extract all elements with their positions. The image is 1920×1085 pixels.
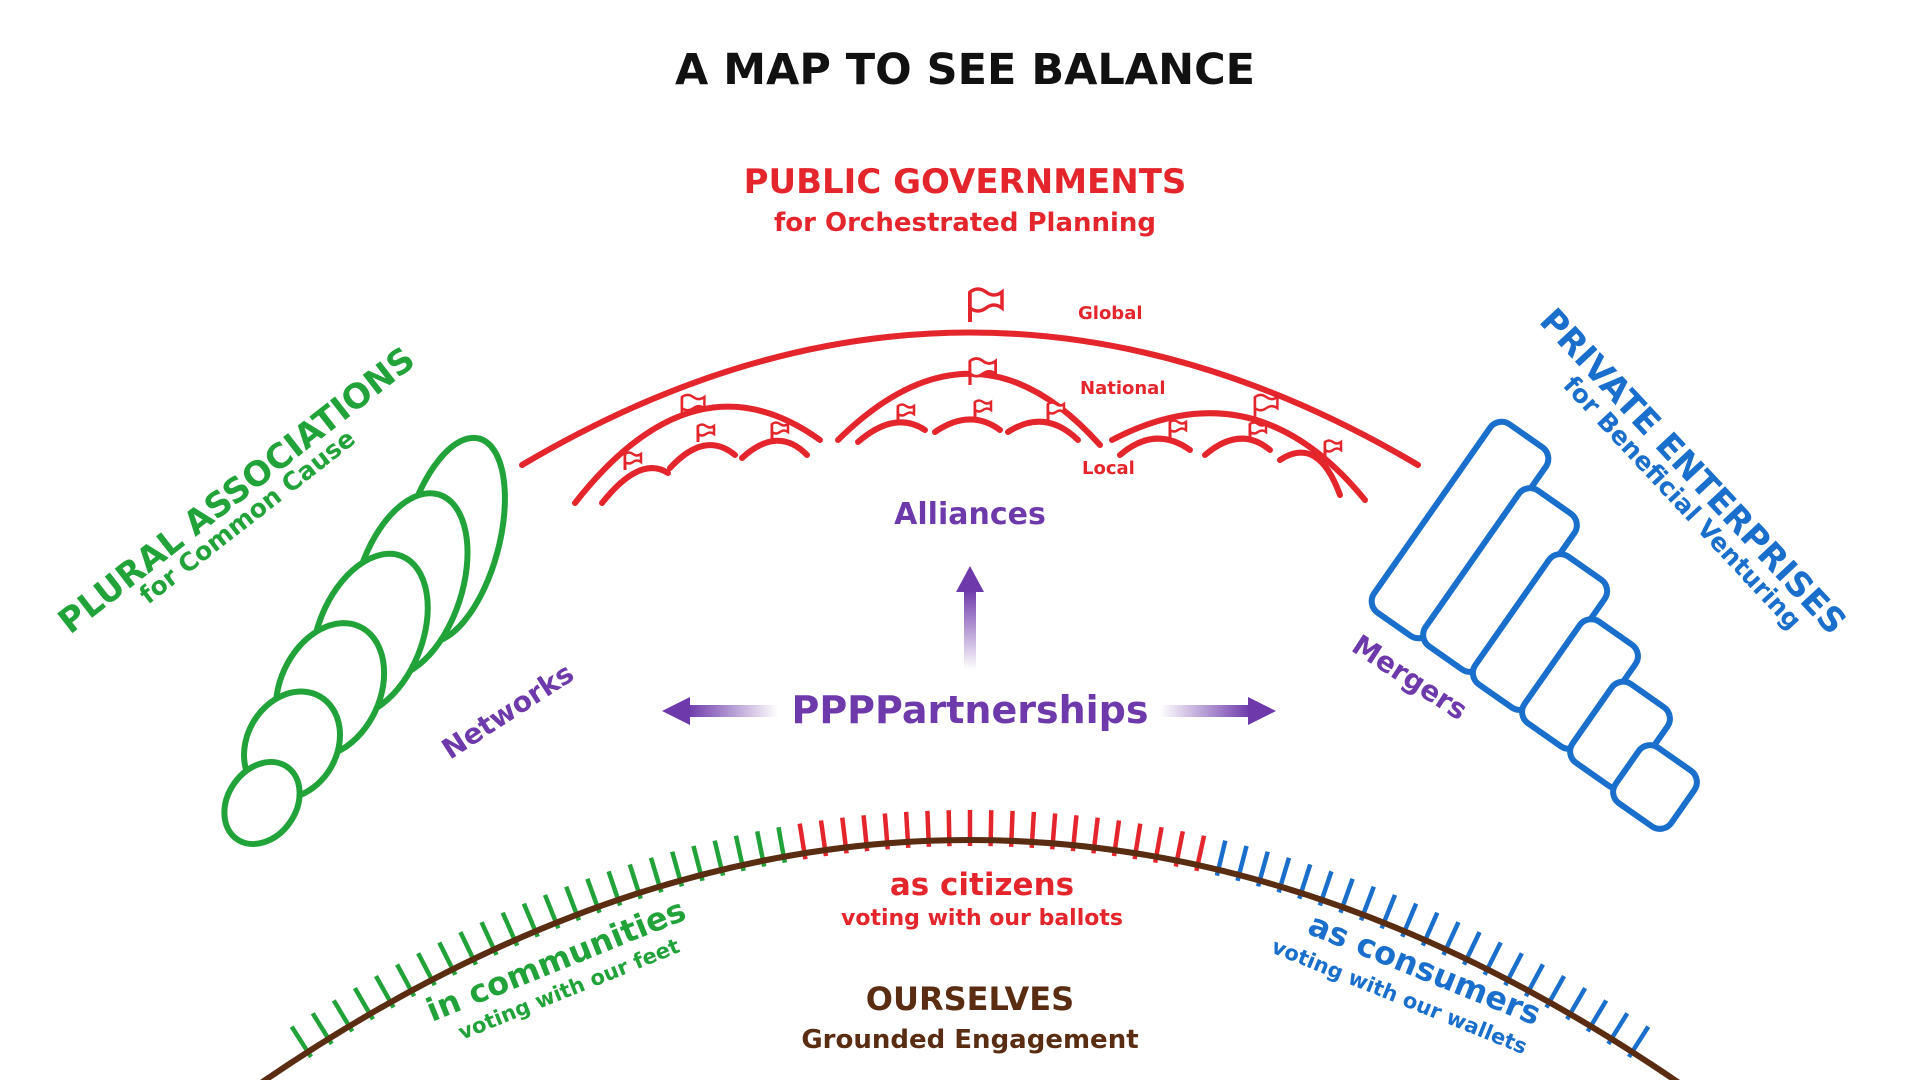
national-arc-right	[1109, 410, 1368, 503]
local-arc-1	[599, 465, 671, 506]
citizens-sublabel: voting with our ballots	[841, 906, 1123, 931]
arrow-up	[956, 566, 984, 670]
level-label-national: National	[1080, 378, 1165, 399]
citizens-label: as citizens	[890, 867, 1074, 903]
networks-label: Networks	[436, 656, 580, 765]
local-arc-3	[739, 437, 810, 461]
level-label-global: Global	[1078, 303, 1143, 324]
enterprise-boxes	[1368, 418, 1700, 832]
local-flag-icon	[1168, 419, 1188, 440]
local-arc-5	[932, 416, 1003, 435]
government-arcs	[519, 329, 1421, 506]
partnerships-label: PPPPartnerships	[791, 688, 1148, 732]
local-arc-6	[1005, 418, 1081, 443]
level-label-local: Local	[1082, 458, 1135, 479]
national-flag-icon-center	[968, 357, 998, 387]
government-heading: PUBLIC GOVERNMENTS	[744, 162, 1187, 202]
local-flag-icon	[1323, 439, 1343, 460]
association-ellipses	[221, 434, 508, 847]
local-arc-2	[667, 442, 738, 471]
local-arc-4	[855, 419, 928, 445]
ground-arc	[256, 837, 1684, 1085]
arrow-right	[1160, 697, 1276, 725]
local-arc-7	[1117, 435, 1193, 458]
associations-subheading: for Common Cause	[134, 424, 361, 610]
ourselves-label: OURSELVES	[866, 980, 1074, 1018]
local-flag-icon	[696, 423, 716, 444]
enterprise-box-6	[1610, 742, 1700, 832]
government-subheading: for Orchestrated Planning	[774, 208, 1156, 238]
page-title: A MAP TO SEE BALANCE	[675, 45, 1255, 95]
global-flag-icon	[968, 287, 1004, 324]
global-arc	[519, 329, 1421, 468]
association-ellipse-1	[221, 759, 303, 847]
local-flag-icon	[973, 399, 993, 420]
alliances-label: Alliances	[894, 497, 1046, 532]
local-flag-icon	[1046, 401, 1066, 422]
local-arc-9	[1277, 449, 1343, 498]
ourselves-sublabel: Grounded Engagement	[801, 1025, 1138, 1055]
local-flag-icon	[770, 421, 790, 442]
national-arc-left	[572, 403, 823, 506]
local-arc-8	[1202, 435, 1273, 458]
arrow-left	[662, 697, 778, 725]
national-flag-icon-right	[1253, 393, 1279, 420]
local-flag-icon	[623, 451, 643, 472]
